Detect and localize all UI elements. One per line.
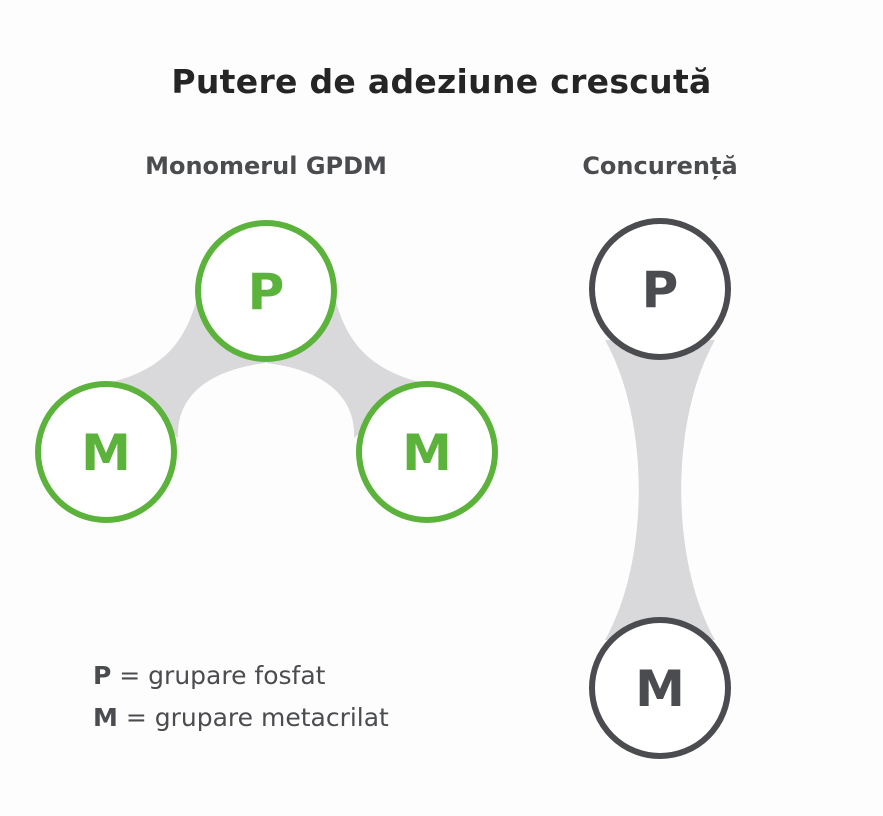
competition-node-p-label: P: [642, 261, 679, 319]
gpdm-node-p: P: [195, 220, 337, 362]
competition-heading: Concurență: [582, 152, 738, 180]
competition-node-m-label: M: [635, 660, 685, 718]
gpdm-node-p-label: P: [248, 263, 285, 321]
legend-text: = grupare metacrilat: [117, 703, 389, 732]
legend-symbol: P: [93, 661, 112, 690]
legend: P = grupare fosfat M = grupare metacrila…: [93, 655, 389, 739]
gpdm-node-m-left-label: M: [81, 424, 131, 482]
gpdm-heading: Monomerul GPDM: [145, 152, 387, 180]
legend-item-m: M = grupare metacrilat: [93, 697, 389, 739]
gpdm-node-m-right-label: M: [402, 424, 452, 482]
legend-item-p: P = grupare fosfat: [93, 655, 389, 697]
competition-node-p: P: [589, 218, 731, 360]
legend-symbol: M: [93, 703, 118, 732]
gpdm-node-m-left: M: [35, 381, 177, 523]
legend-text: = grupare fosfat: [111, 661, 326, 690]
page-title: Putere de adeziune crescută: [171, 62, 712, 101]
competition-bridge: [605, 340, 715, 640]
competition-node-m: M: [589, 617, 731, 759]
gpdm-node-m-right: M: [356, 381, 498, 523]
